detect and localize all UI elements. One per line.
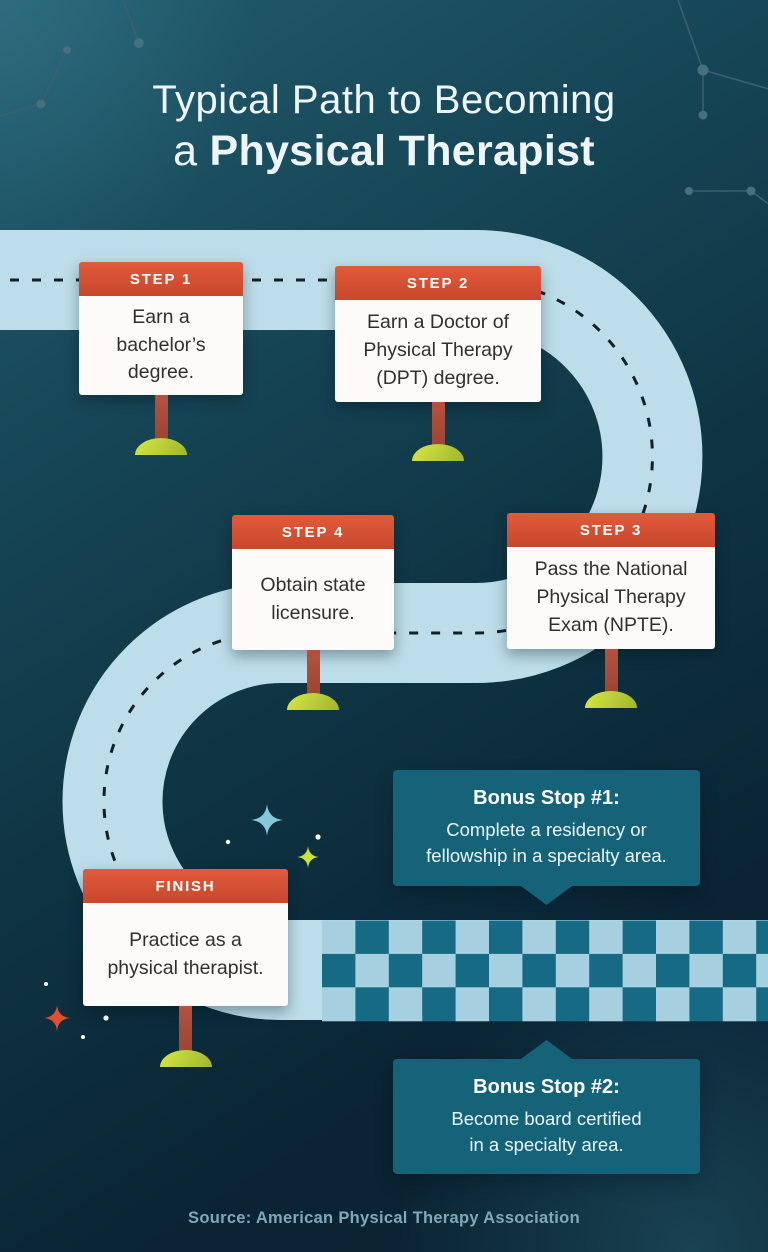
- source-attribution: Source: American Physical Therapy Associ…: [188, 1209, 580, 1227]
- step-text: Obtain state licensure.: [232, 549, 394, 650]
- bonus-stop-2-callout: Bonus Stop #2: Become board certified in…: [393, 1040, 700, 1174]
- sparkle-green-icon: [297, 846, 319, 868]
- bonus-title: Bonus Stop #1:: [473, 787, 620, 810]
- step-text: Earn a bachelor’s degree.: [79, 296, 243, 395]
- step-sign-3: STEP 3 Pass the National Physical Therap…: [507, 513, 715, 708]
- bonus-text: Complete a residency or fellowship in a …: [426, 819, 667, 866]
- sign-post: [604, 649, 618, 694]
- sign-base: [135, 438, 187, 455]
- road-center-dashes: [0, 278, 654, 970]
- sparkle-red-icon: [44, 1005, 70, 1031]
- page-title-line2: a Physical Therapist: [0, 127, 768, 176]
- bonus-text: Become board certified in a specialty ar…: [451, 1107, 642, 1155]
- step-label: STEP 3: [507, 513, 715, 547]
- sign-base: [159, 1050, 212, 1067]
- sign-base: [412, 444, 464, 461]
- step-sign-4: STEP 4 Obtain state licensure.: [232, 515, 394, 710]
- step-text: Pass the National Physical Therapy Exam …: [507, 547, 715, 649]
- constellation-top-left: [0, 0, 144, 117]
- star-dot: [225, 839, 231, 845]
- sign-base: [287, 693, 339, 710]
- sign-post: [431, 402, 445, 447]
- checker-flag-section: [322, 920, 768, 1022]
- sparkle-blue-icon: [251, 804, 283, 836]
- sign-post: [154, 395, 168, 441]
- sign-board: FINISH Practice as a physical therapist.: [83, 869, 288, 1006]
- star-dot: [315, 834, 321, 840]
- sign-board: STEP 1 Earn a bachelor’s degree.: [79, 262, 243, 395]
- page-title-line1: Typical Path to Becoming: [152, 78, 616, 122]
- step-label: STEP 4: [232, 515, 394, 549]
- step-label: STEP 2: [335, 266, 541, 300]
- step-text: Earn a Doctor of Physical Therapy (DPT) …: [335, 300, 541, 402]
- bonus-title: Bonus Stop #2:: [473, 1075, 620, 1098]
- sign-board: STEP 2 Earn a Doctor of Physical Therapy…: [335, 266, 541, 402]
- step-sign-2: STEP 2 Earn a Doctor of Physical Therapy…: [335, 266, 541, 461]
- sign-post: [179, 1006, 192, 1053]
- title-line2-bold: Physical Therapist: [209, 127, 595, 175]
- title-line2-prefix: a: [173, 127, 210, 175]
- step-label: FINISH: [83, 869, 288, 903]
- sign-base: [585, 691, 637, 708]
- step-text: Practice as a physical therapist.: [83, 903, 288, 1006]
- star-dot: [44, 982, 48, 986]
- sign-post: [306, 650, 320, 696]
- step-sign-1: STEP 1 Earn a bachelor’s degree.: [79, 262, 243, 455]
- finish-sign: FINISH Practice as a physical therapist.: [83, 869, 288, 1067]
- star-dot: [103, 1015, 109, 1021]
- sign-board: STEP 4 Obtain state licensure.: [232, 515, 394, 650]
- star-dot: [81, 1035, 85, 1039]
- bonus-stop-1-callout: Bonus Stop #1: Complete a residency or f…: [393, 770, 700, 905]
- step-label: STEP 1: [79, 262, 243, 296]
- constellation-top-right: [677, 0, 768, 205]
- sign-board: STEP 3 Pass the National Physical Therap…: [507, 513, 715, 649]
